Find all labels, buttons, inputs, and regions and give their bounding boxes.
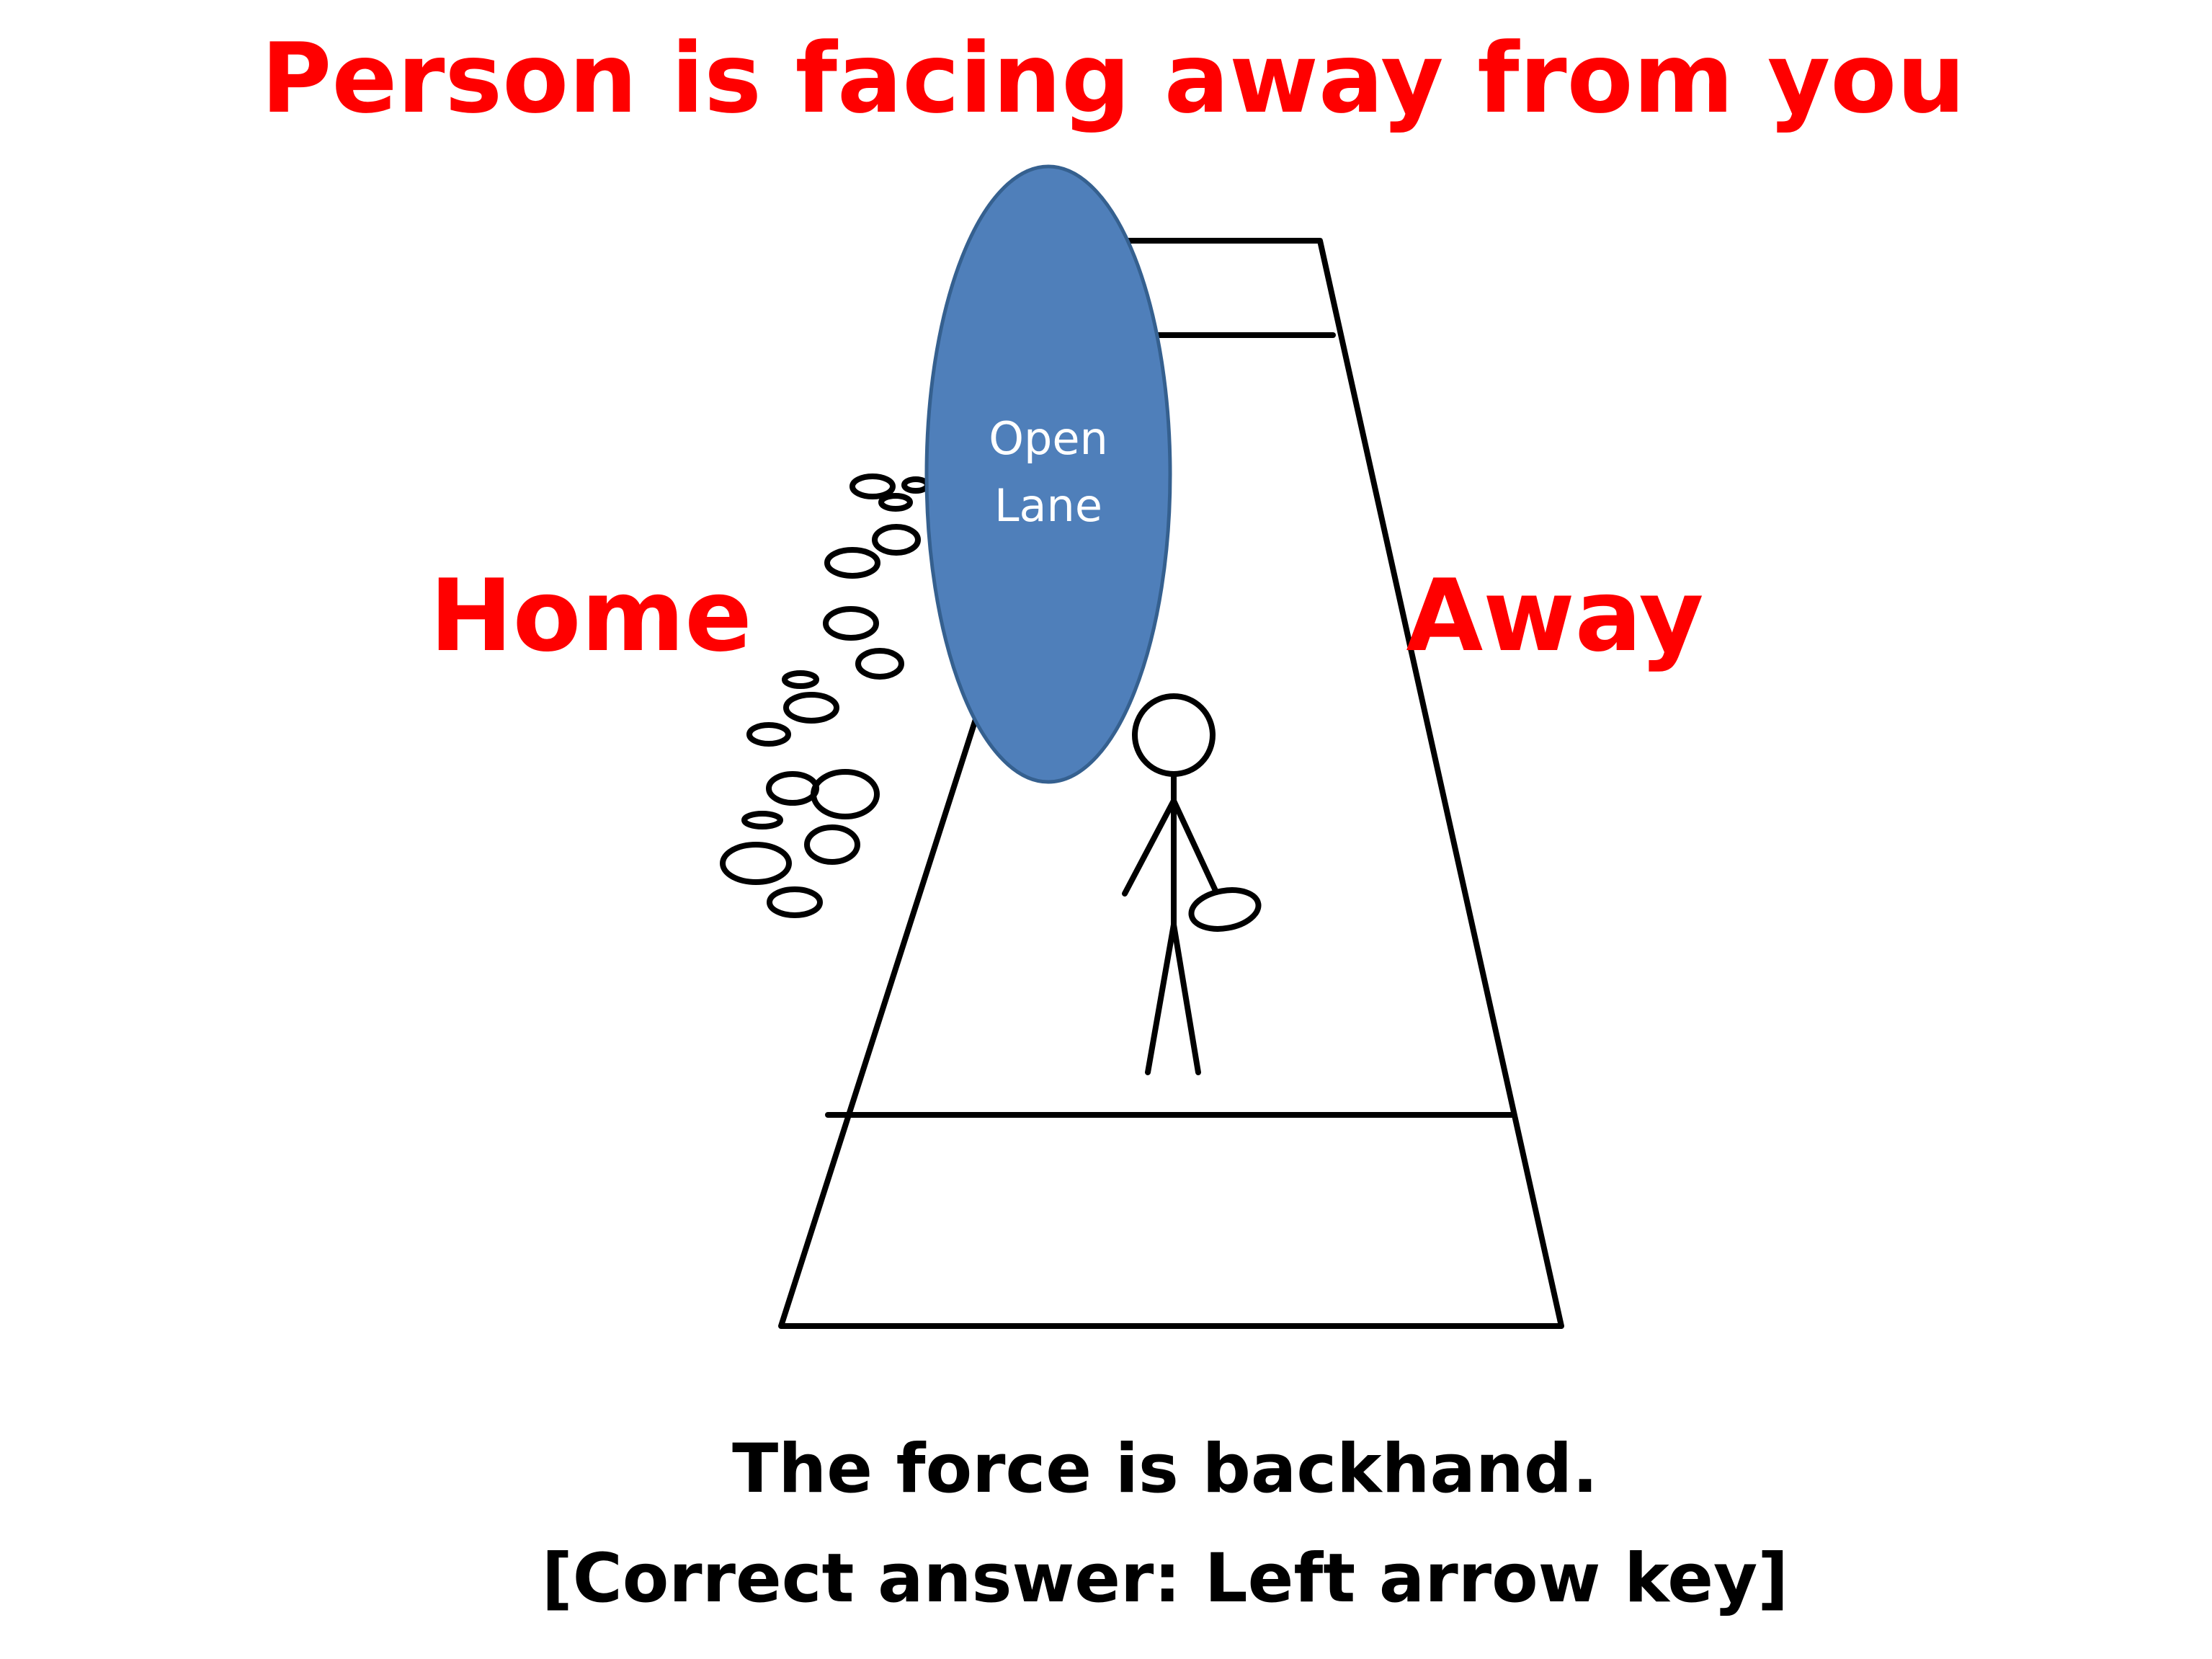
open-lane-label-line1: Open [989, 412, 1108, 465]
open-lane: Open Lane [924, 164, 1172, 784]
stick-figure [1122, 693, 1262, 1075]
disc-cluster [720, 473, 930, 918]
disc-icon [849, 473, 896, 499]
disc-icon [720, 842, 792, 885]
disc-icon [901, 476, 930, 494]
home-label: Home [429, 558, 752, 674]
disc-icon [741, 811, 783, 830]
disc-icon [811, 769, 880, 819]
figure-right-leg [1171, 922, 1201, 1075]
open-lane-shape [924, 164, 1172, 784]
slide-title: Person is facing away from you [261, 22, 1965, 135]
disc-icon [855, 648, 904, 680]
disc-icon [824, 547, 880, 579]
away-label: Away [1406, 558, 1703, 674]
field-outline [778, 238, 1564, 1329]
disc-icon [872, 524, 921, 556]
disc-icon [804, 824, 860, 865]
disc-icon [783, 692, 839, 724]
figure-left-arm [1122, 798, 1177, 897]
caption-line2: [Correct answer: Left arrow key] [542, 1539, 1788, 1618]
held-disc-icon [1188, 887, 1262, 932]
disc-icon [766, 771, 819, 806]
figure-head [1132, 693, 1216, 777]
disc-icon [823, 606, 879, 641]
disc-icon [878, 493, 913, 512]
disc-icon [746, 722, 791, 747]
disc-icon [767, 886, 823, 918]
caption-line1: The force is backhand. [732, 1430, 1598, 1508]
figure-right-arm [1171, 798, 1219, 895]
figure-left-leg [1145, 922, 1177, 1075]
open-lane-label-line2: Lane [994, 479, 1102, 532]
disc-icon [782, 670, 819, 689]
